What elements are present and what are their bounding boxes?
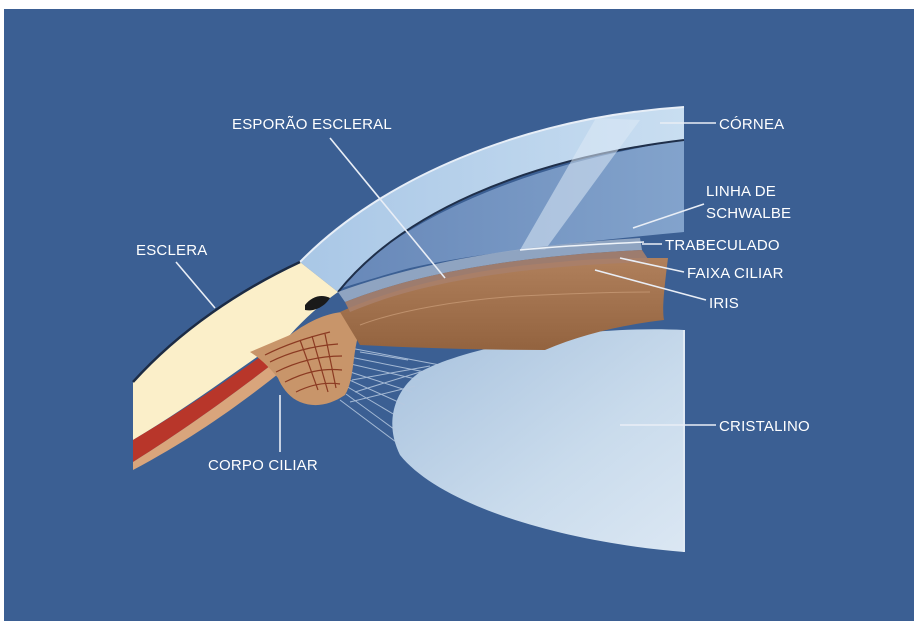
label-iris: IRIS bbox=[709, 295, 739, 312]
label-cristalino: CRISTALINO bbox=[719, 418, 810, 435]
label-trabeculado: TRABECULADO bbox=[665, 237, 780, 254]
label-linha-de: LINHA DE bbox=[706, 183, 776, 200]
label-esclera: ESCLERA bbox=[136, 242, 207, 259]
label-schwalbe: SCHWALBE bbox=[706, 205, 791, 222]
label-esporao-escleral: ESPORÃO ESCLERAL bbox=[232, 116, 392, 133]
label-corpo-ciliar: CORPO CILIAR bbox=[208, 457, 318, 474]
label-faixa-ciliar: FAIXA CILIAR bbox=[687, 265, 784, 282]
label-cornea: CÓRNEA bbox=[719, 116, 784, 133]
